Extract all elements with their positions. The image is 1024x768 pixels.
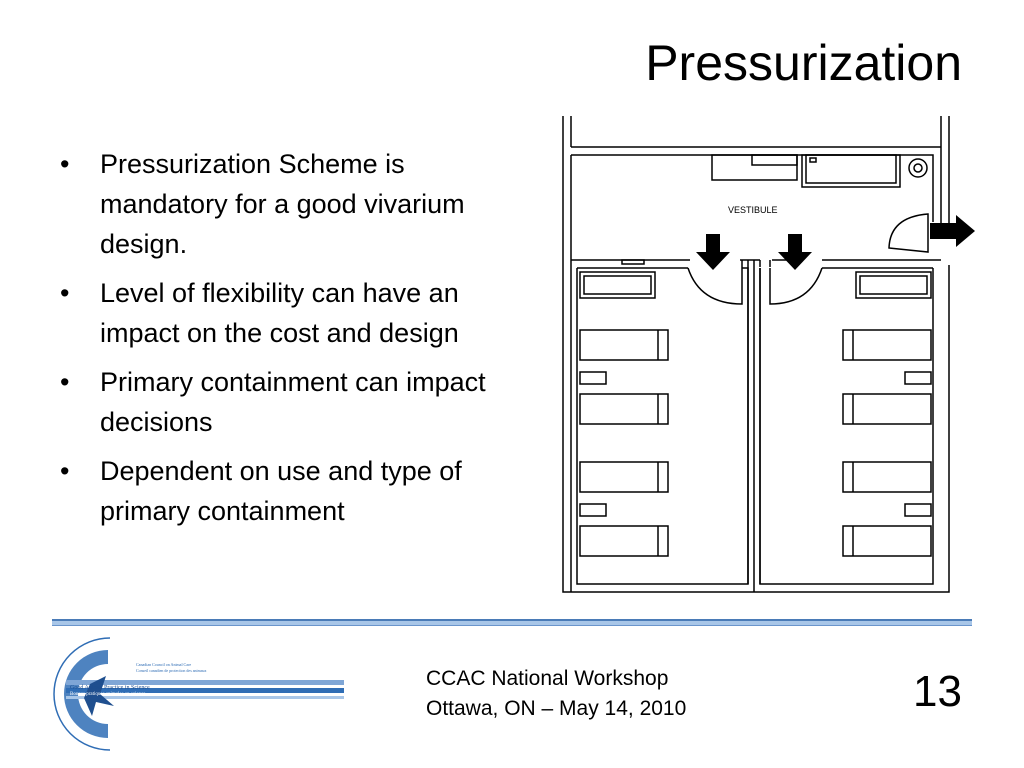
sink-drain xyxy=(913,163,923,173)
vestibule-wall xyxy=(570,146,942,260)
left-room xyxy=(576,267,749,585)
logo-text-band: Good Animal Practice in Science xyxy=(70,685,150,691)
counter-small xyxy=(751,154,798,166)
right-room xyxy=(759,268,934,585)
logo-band xyxy=(66,680,344,685)
rack xyxy=(842,461,932,493)
footer-rule xyxy=(52,619,972,626)
arrow-down-right-icon xyxy=(778,234,812,270)
ccac-logo: Canadian Council on Animal Care Conseil … xyxy=(53,637,344,751)
rack xyxy=(855,271,932,299)
cabinet-inner xyxy=(805,154,897,184)
logo-c-shape xyxy=(64,650,108,738)
rack xyxy=(579,271,656,299)
rack xyxy=(579,329,669,361)
page-number: 13 xyxy=(913,667,962,716)
arrow-right-exit-icon xyxy=(930,215,975,247)
small-bin xyxy=(579,503,607,517)
footer-event: CCAC National Workshop Ottawa, ON – May … xyxy=(426,664,686,724)
rack xyxy=(579,525,669,557)
small-bin xyxy=(904,503,932,517)
bullet-item: Primary containment can impact decisions xyxy=(60,362,500,442)
sink xyxy=(908,158,928,178)
bullet-list: Pressurization Scheme is mandatory for a… xyxy=(60,144,500,540)
counter xyxy=(711,154,798,181)
left-rack-top xyxy=(621,259,645,265)
rack-inner xyxy=(859,275,928,295)
door-exit xyxy=(888,213,929,253)
small-bin xyxy=(904,371,932,385)
small-bin xyxy=(579,371,607,385)
logo-text-top-fr: Conseil canadien de protection des anima… xyxy=(136,668,207,673)
logo-crescent xyxy=(53,637,111,751)
rack xyxy=(579,461,669,493)
logo-text-band-fr: Bonnes pratiques animales en science xyxy=(70,692,146,697)
door-middle xyxy=(769,267,823,305)
vestibule-label: VESTIBULE xyxy=(728,205,778,215)
rack xyxy=(579,393,669,425)
rack xyxy=(842,329,932,361)
bullet-item: Dependent on use and type of primary con… xyxy=(60,451,500,531)
bullet-item: Pressurization Scheme is mandatory for a… xyxy=(60,144,500,264)
door-left xyxy=(687,260,743,305)
footer-line-2: Ottawa, ON – May 14, 2010 xyxy=(426,697,687,720)
floor-plan-diagram: VESTIBULE xyxy=(562,116,975,593)
rack xyxy=(842,393,932,425)
cabinet-knob xyxy=(809,157,817,163)
bullet-item: Level of flexibility can have an impact … xyxy=(60,273,500,353)
logo-figure xyxy=(84,676,114,716)
rack-inner xyxy=(583,275,652,295)
rack xyxy=(842,525,932,557)
arrow-down-left-icon xyxy=(696,234,730,270)
footer-line-1: CCAC National Workshop xyxy=(426,667,669,690)
room-divider xyxy=(747,260,761,592)
outer-wall xyxy=(562,116,950,593)
outer-wall-inner xyxy=(570,116,942,147)
logo-text-top: Canadian Council on Animal Care xyxy=(136,662,191,667)
slide-title: Pressurization xyxy=(645,35,962,91)
